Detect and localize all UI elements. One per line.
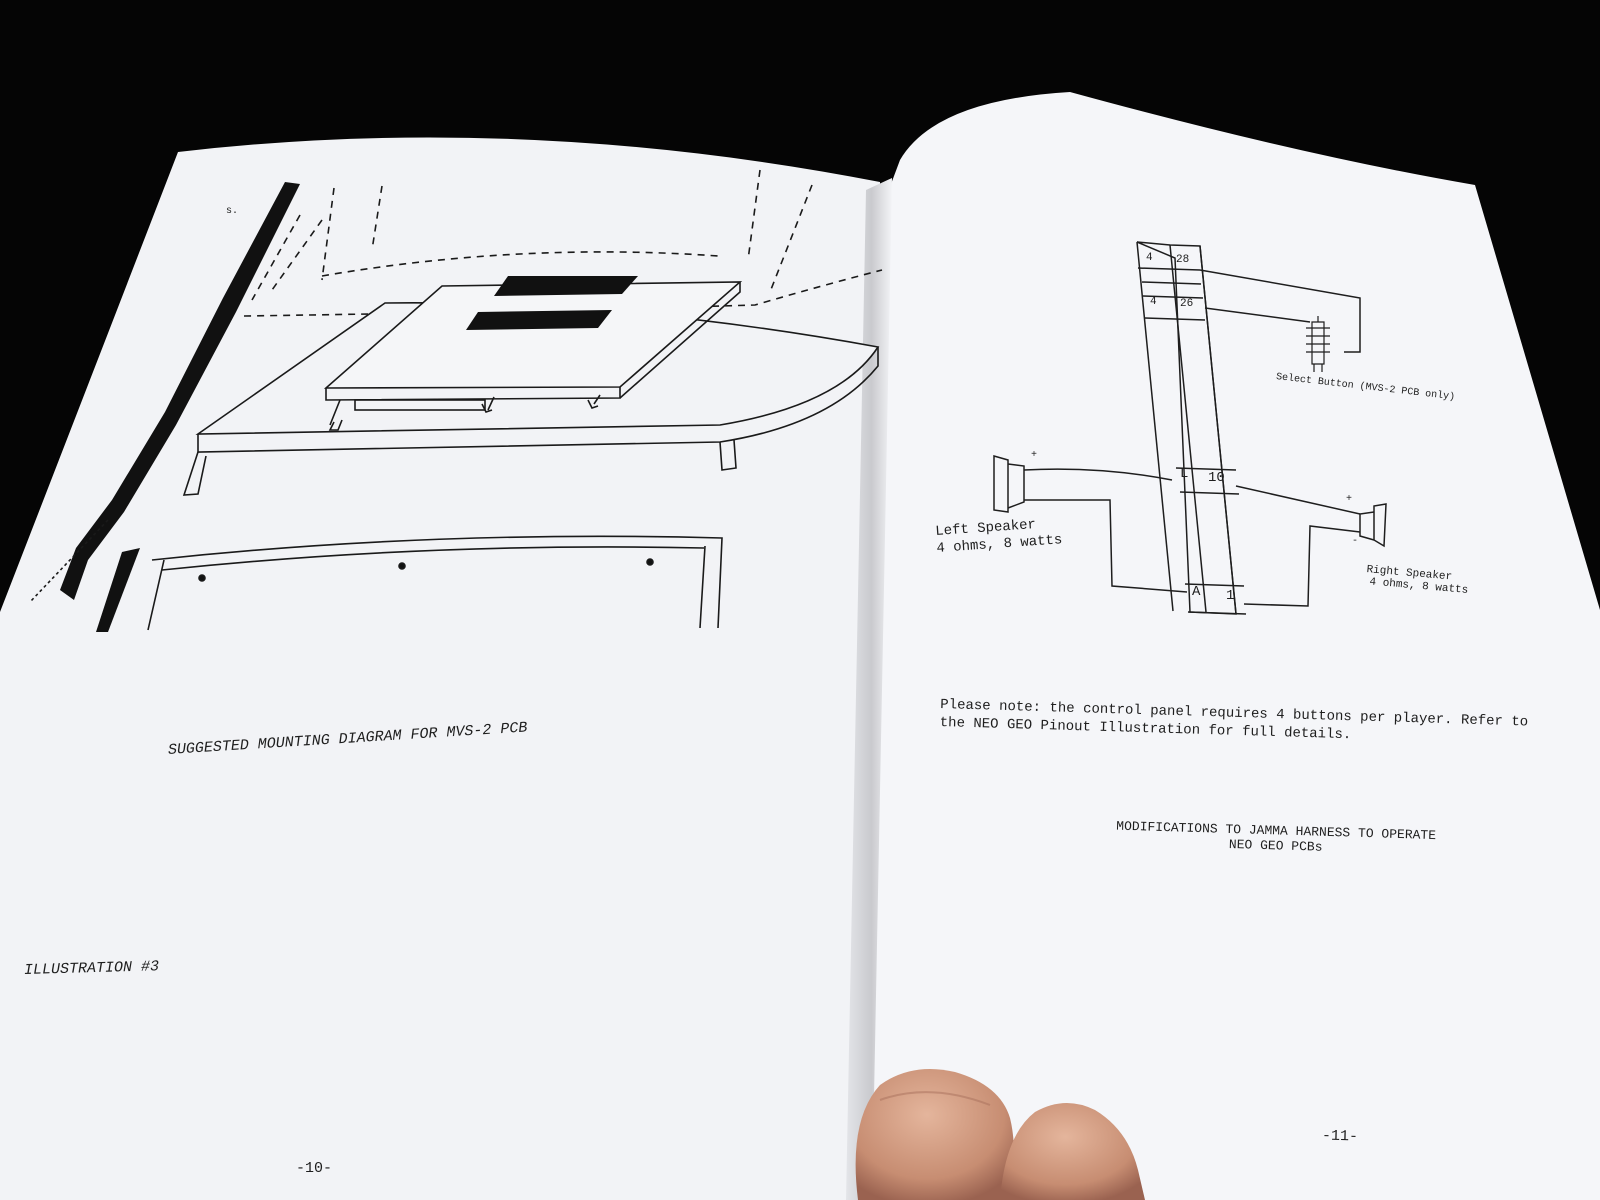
pin-left-1: 4 (1146, 252, 1153, 264)
pin-left-4: A (1192, 584, 1201, 600)
left-page-number: -10- (296, 1160, 333, 1177)
select-button-symbol (1306, 316, 1330, 372)
pin-right-1: 28 (1176, 254, 1190, 266)
left-speaker-symbol (993, 455, 1025, 513)
mounting-diagram (29, 169, 883, 632)
left-speaker-minus: - (1034, 496, 1041, 507)
corner-mark: s. (226, 206, 239, 217)
pin-left-3: L (1180, 466, 1189, 482)
left-speaker-plus: + (1031, 450, 1038, 461)
cabinet-side-edge (60, 182, 300, 600)
right-speaker-minus: - (1352, 536, 1359, 547)
pin-left-2: 4 (1150, 296, 1157, 308)
lower-frame (147, 535, 723, 631)
right-speaker-symbol (1359, 503, 1387, 548)
pin-right-4: 1 (1226, 588, 1235, 604)
page-gutter (846, 178, 892, 1200)
pin-right-2: 26 (1180, 298, 1194, 310)
right-page-number: -11- (1321, 1127, 1359, 1146)
pin-right-3: 10 (1208, 470, 1225, 486)
right-speaker-plus: + (1346, 494, 1353, 505)
thumb (855, 1068, 1145, 1200)
wiring-diagram (993, 241, 1387, 615)
right-page (852, 92, 1600, 1200)
